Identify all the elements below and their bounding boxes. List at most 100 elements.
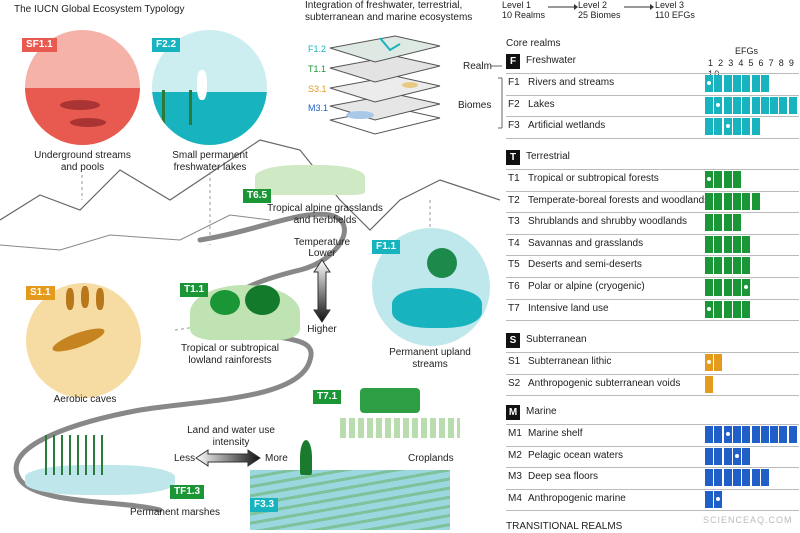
temperature-title: Temperature [293, 237, 351, 248]
efg-segment [751, 96, 760, 114]
efg-segment [714, 426, 723, 443]
highlight-dot [707, 177, 711, 181]
biome-code: T1 [508, 173, 520, 184]
biome-name: Pelagic ocean waters [528, 449, 624, 461]
tf13-badge: TF1.3 [170, 485, 205, 499]
efg-segment [770, 96, 779, 114]
biome-divider [506, 277, 799, 278]
efg-segment [723, 257, 732, 275]
realm-name: Freshwater [526, 55, 577, 66]
efg-segment [723, 235, 732, 253]
biome-divider [506, 352, 799, 353]
highlight-dot [707, 81, 711, 85]
highlight-dot [734, 453, 739, 458]
realm-name: Marine [526, 406, 557, 417]
efg-segment [723, 214, 732, 232]
land-use-less: Less [174, 453, 196, 464]
efg-segment [705, 469, 713, 487]
t11-illustration [190, 285, 300, 340]
land-use-title: Land and water use intensity [187, 425, 275, 448]
biome-name: Anthropogenic marine [528, 492, 626, 504]
f33-illustration [250, 470, 450, 530]
t11-label: Tropical or subtropical lowland rainfore… [180, 343, 279, 366]
efg-segment [705, 279, 713, 296]
efg-segment [705, 447, 713, 465]
biome-code: F3 [508, 120, 520, 132]
f33-badge: F3.3 [250, 498, 279, 512]
t65-illustration [255, 165, 365, 195]
efg-segment [705, 426, 713, 443]
efg-segment [742, 192, 751, 210]
efg-segment [732, 192, 741, 210]
efg-segment [714, 257, 723, 275]
efg-segment [732, 426, 741, 443]
efg-segment [723, 300, 732, 318]
watermark: SCIENCEAQ.COM [703, 515, 793, 525]
biome-code: S1 [508, 356, 521, 367]
level-arrows [548, 4, 654, 10]
efg-segment [705, 192, 713, 210]
efg-segment [723, 118, 732, 136]
efg-segment [742, 96, 751, 114]
biome-name: Deserts and semi-deserts [528, 259, 642, 271]
biome-divider [506, 233, 799, 235]
biomes-side-label: Biomes [458, 100, 492, 111]
efg-segment [779, 426, 788, 443]
biome-divider [506, 395, 799, 397]
biome-code: M2 [508, 449, 522, 461]
biome-divider [506, 94, 799, 96]
biome-code: T6 [508, 281, 520, 292]
biome-code: F1 [508, 77, 520, 88]
highlight-dot [707, 360, 711, 364]
efg-segment [732, 235, 741, 253]
f22-label: Small permanent freshwater lakes [172, 150, 248, 173]
efg-segment [751, 192, 760, 210]
efg-segment [751, 75, 760, 92]
biome-divider [506, 298, 799, 300]
efg-segment [742, 75, 751, 92]
realm-code: S [506, 333, 520, 348]
biome-code: T3 [508, 216, 520, 228]
t71-illustration [300, 380, 470, 450]
layer-label-1: F1.2 [308, 44, 327, 54]
biome-name: Tropical or subtropical forests [528, 173, 659, 184]
biome-divider [506, 467, 799, 469]
realm-code: T [506, 150, 520, 165]
efg-segment [732, 469, 741, 487]
f22-badge: F2.2 [152, 38, 181, 52]
s11-label: Aerobic caves [53, 394, 117, 405]
efg-segment [714, 96, 723, 114]
efg-segment [705, 214, 713, 232]
efg-segment [714, 447, 723, 465]
transitional-realms-partial: TRANSITIONAL REALMS [506, 521, 623, 532]
highlight-dot [744, 285, 749, 289]
efg-segment [760, 75, 769, 92]
biome-code: M3 [508, 471, 522, 483]
level2-label: Level 2 [578, 0, 608, 10]
layer-label-2: T1.1 [308, 64, 327, 74]
efg-segment [714, 214, 723, 232]
efg-segment [732, 279, 741, 296]
biome-divider [506, 137, 799, 139]
efg-segment [714, 300, 723, 318]
efg-segment [714, 75, 723, 92]
biome-divider [506, 373, 799, 375]
realm-side-label: Realm [463, 61, 492, 72]
palm-icon [300, 440, 312, 475]
biome-code: T2 [508, 194, 520, 206]
biome-name: Rivers and streams [528, 77, 615, 88]
efg-segment [723, 447, 732, 465]
biome-name: Marine shelf [528, 428, 583, 439]
realm-name: Terrestrial [526, 151, 570, 162]
efg-segment [742, 118, 751, 136]
efg-segment [714, 171, 723, 188]
left-title: The IUCN Global Ecosystem Typology [14, 4, 185, 15]
realm-header-t: T Terrestrial [506, 150, 796, 168]
efgs-header: EFGs [735, 46, 759, 56]
highlight-dot [716, 496, 721, 501]
realm-code: M [506, 405, 520, 420]
biome-code: T5 [508, 259, 520, 271]
efg-segment [705, 171, 713, 188]
level3-label: Level 3 [655, 0, 685, 10]
